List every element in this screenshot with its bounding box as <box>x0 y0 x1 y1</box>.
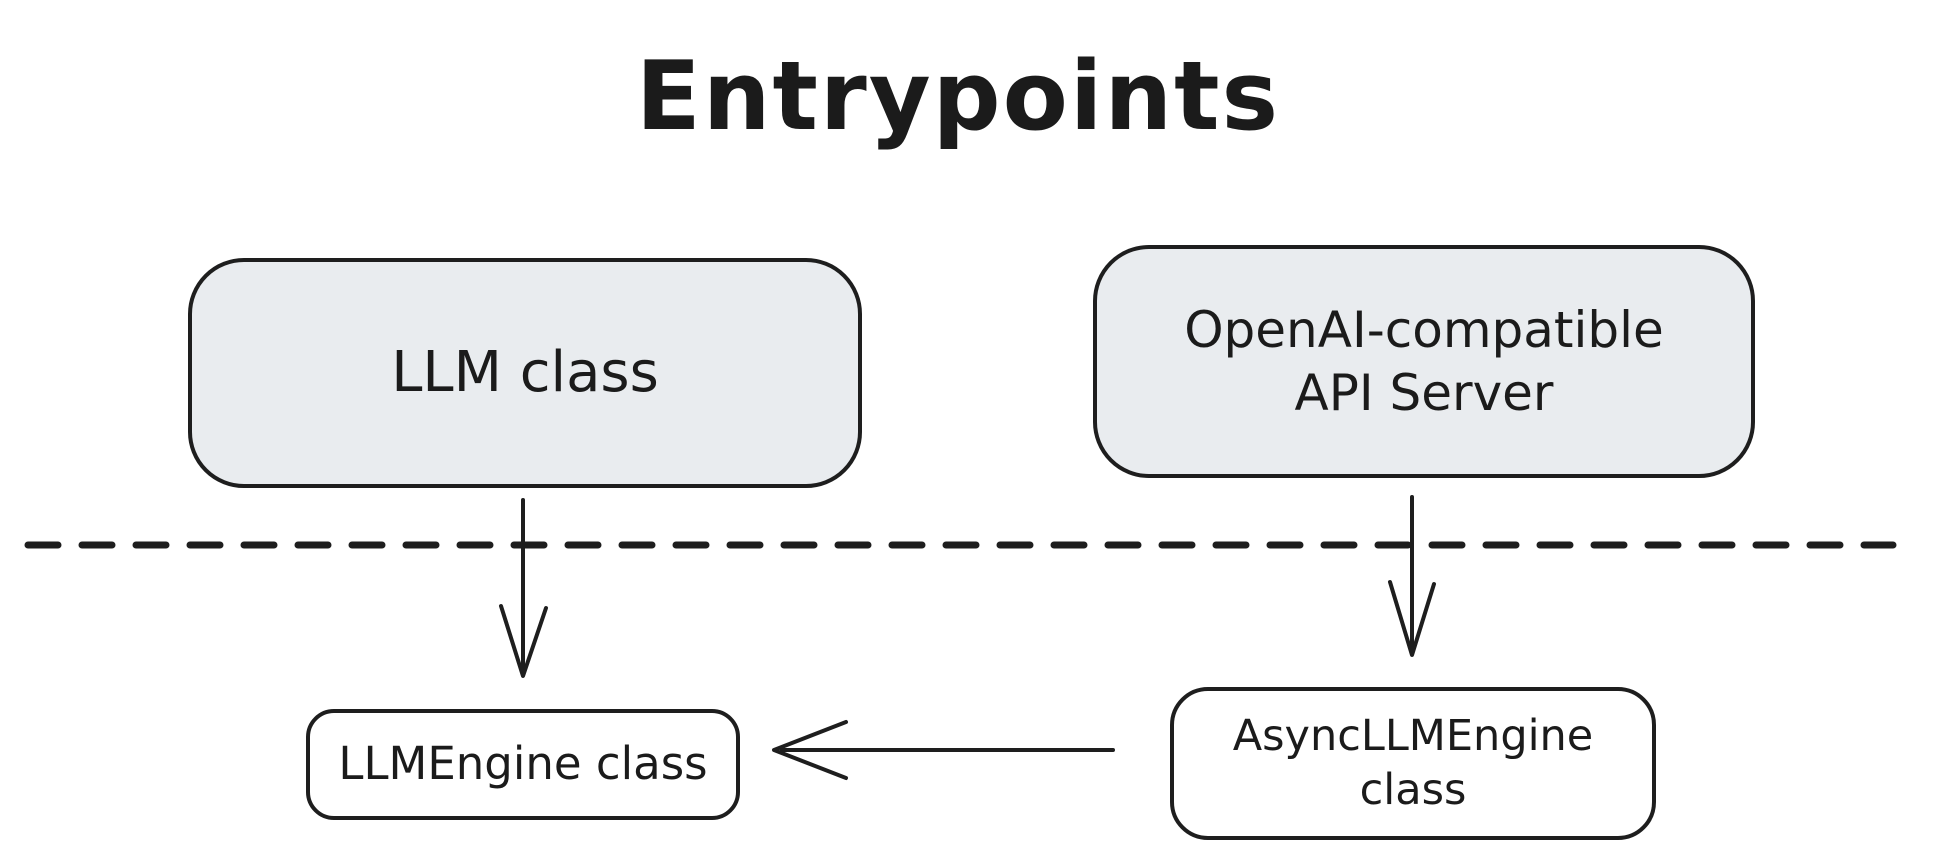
node-llm-class-label: LLM class <box>391 340 659 405</box>
node-llm-class: LLM class <box>188 258 862 488</box>
node-llmengine-class-label: LLMEngine class <box>338 737 708 791</box>
arrowhead-down-left-icon <box>499 604 548 678</box>
node-llmengine-class: LLMEngine class <box>306 709 740 820</box>
arrowhead-left-icon <box>772 720 848 780</box>
node-asyncllmengine-class-label: AsyncLLMEngine class <box>1232 710 1594 815</box>
arrowhead-down-right-icon <box>1388 580 1436 657</box>
node-asyncllmengine-class: AsyncLLMEngine class <box>1170 687 1656 840</box>
edge-llm-to-llmengine <box>499 498 548 678</box>
diagram-title: Entrypoints <box>635 42 1281 152</box>
node-openai-api-server-label: OpenAI-compatible API Server <box>1184 301 1664 422</box>
edge-asyncengine-to-llmengine <box>772 720 1115 780</box>
node-openai-api-server: OpenAI-compatible API Server <box>1093 245 1755 478</box>
edge-apiserver-to-asyncengine <box>1388 495 1436 657</box>
